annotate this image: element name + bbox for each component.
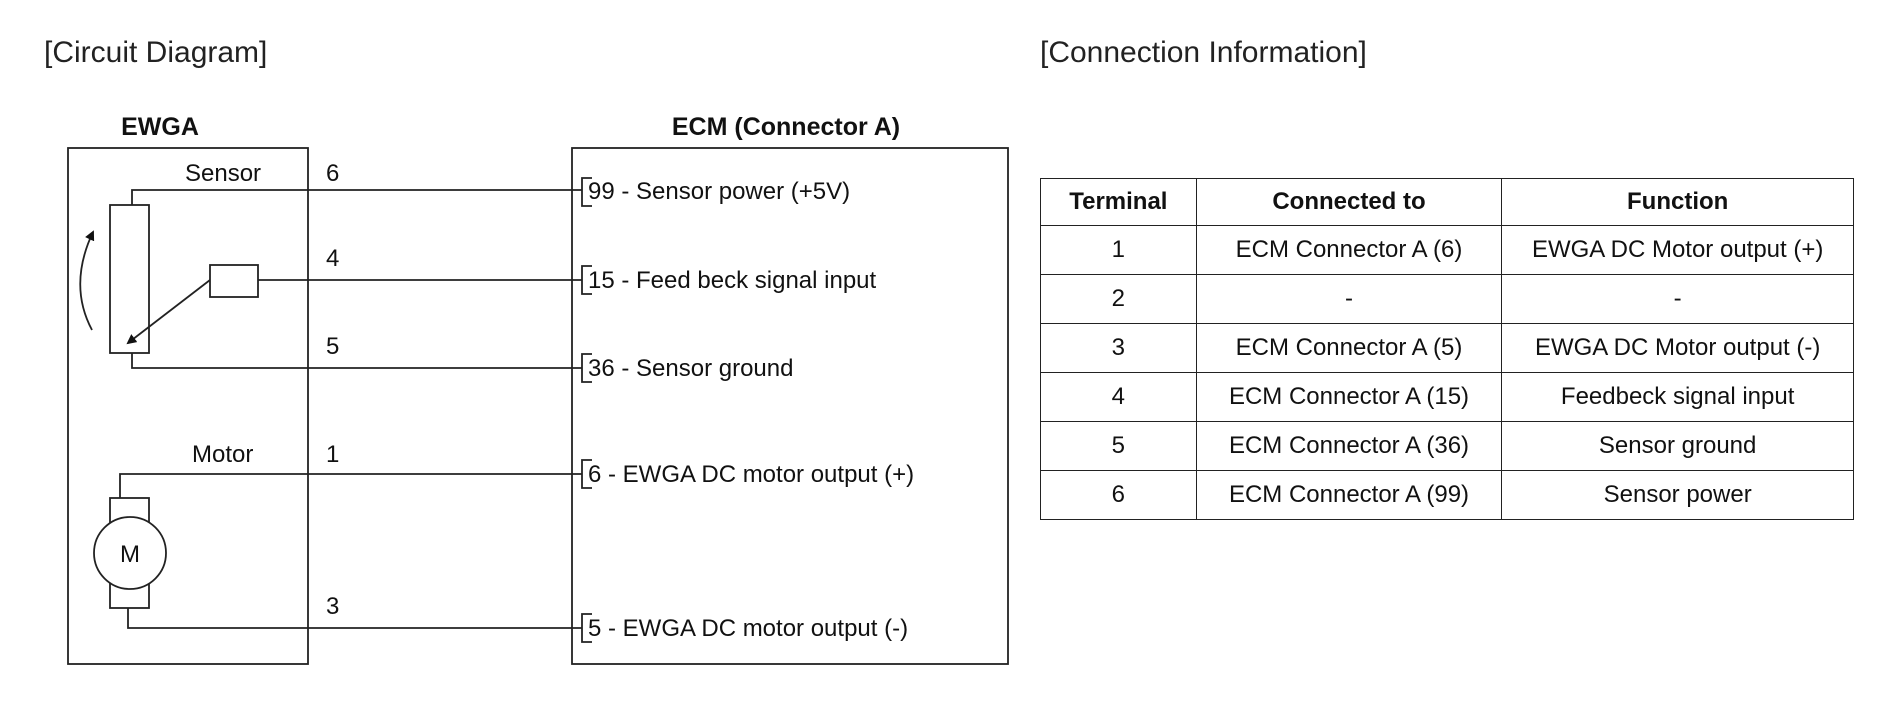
wire-sensor-ground [131,353,582,369]
table-row: 6 ECM Connector A (99) Sensor power [1040,470,1854,520]
cell-connected-to: ECM Connector A (15) [1195,372,1503,422]
motor-symbol-label: M [120,541,140,568]
cell-function: Feedbeck signal input [1501,372,1854,422]
sensor-label: Sensor [185,160,261,187]
circuit-diagram: EWGA ECM (Connector A) Sensor Motor 6 4 … [67,113,1009,665]
circuit-diagram-heading: [Circuit Diagram] [44,36,268,69]
cell-function: Sensor power [1501,470,1854,520]
ecm-title: ECM (Connector A) [672,113,900,141]
wire-motor-minus [127,608,582,629]
cell-connected-to: - [1195,274,1503,324]
ecm-terminal-36: 36 - Sensor ground [588,355,793,382]
pin-1: 1 [326,441,339,468]
table-row: 2 - - [1040,274,1854,324]
cell-connected-to: ECM Connector A (6) [1195,225,1503,275]
wire-sensor-power [131,189,582,205]
ewga-title: EWGA [121,113,199,141]
rotation-arrow [79,230,95,331]
header-connected-to: Connected to [1195,178,1503,226]
pin-5: 5 [326,333,339,360]
feedback-element [209,264,259,298]
cell-terminal: 3 [1040,323,1197,373]
cell-terminal: 6 [1040,470,1197,520]
connection-info-heading: [Connection Information] [1040,36,1367,69]
table-row: 1 ECM Connector A (6) EWGA DC Motor outp… [1040,225,1854,275]
bracket-6 [581,459,592,489]
connection-table: Terminal Connected to Function 1 ECM Con… [1040,178,1854,520]
ecm-terminal-5: 5 - EWGA DC motor output (-) [588,615,908,642]
bracket-99 [581,177,592,207]
motor-symbol [93,516,167,590]
cell-function: Sensor ground [1501,421,1854,471]
ewga-box [67,147,309,665]
pin-6: 6 [326,160,339,187]
header-function: Function [1501,178,1854,226]
cell-connected-to: ECM Connector A (5) [1195,323,1503,373]
wiper-arrow [126,279,211,345]
cell-terminal: 1 [1040,225,1197,275]
wire-motor-plus [119,473,582,498]
cell-terminal: 4 [1040,372,1197,422]
pin-4: 4 [326,245,339,272]
pin-3: 3 [326,593,339,620]
sensor-resistor [109,204,150,354]
table-row: 3 ECM Connector A (5) EWGA DC Motor outp… [1040,323,1854,373]
cell-terminal: 2 [1040,274,1197,324]
cell-function: - [1501,274,1854,324]
motor-label: Motor [192,441,253,468]
cell-connected-to: ECM Connector A (36) [1195,421,1503,471]
table-header-row: Terminal Connected to Function [1040,178,1854,226]
table-row: 5 ECM Connector A (36) Sensor ground [1040,421,1854,471]
bracket-5 [581,613,592,643]
bracket-36 [581,353,592,383]
cell-function: EWGA DC Motor output (-) [1501,323,1854,373]
ecm-terminal-99: 99 - Sensor power (+5V) [588,178,850,205]
bracket-15 [581,265,592,295]
table-row: 4 ECM Connector A (15) Feedbeck signal i… [1040,372,1854,422]
cell-terminal: 5 [1040,421,1197,471]
ecm-terminal-15: 15 - Feed beck signal input [588,267,877,294]
cell-function: EWGA DC Motor output (+) [1501,225,1854,275]
header-terminal: Terminal [1040,178,1197,226]
cell-connected-to: ECM Connector A (99) [1195,470,1503,520]
ecm-box [571,147,1009,665]
ecm-terminal-6: 6 - EWGA DC motor output (+) [588,461,914,488]
